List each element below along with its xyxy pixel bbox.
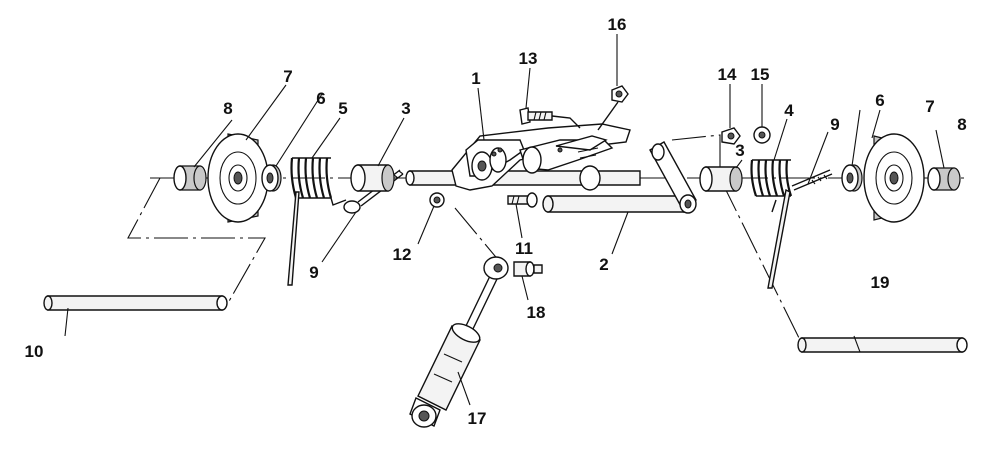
callout-6-right: 6 (875, 91, 884, 110)
callout-3-right: 3 (735, 141, 744, 160)
main-shaft (405, 170, 641, 186)
nut-part-12 (429, 192, 445, 208)
link-plate (649, 141, 697, 214)
callout-6-left: 6 (316, 89, 325, 108)
rod-part-19 (797, 337, 968, 353)
callout-3-left: 3 (401, 99, 410, 118)
nut-part-15 (753, 126, 771, 144)
callout-15: 15 (751, 65, 770, 84)
bolt-part-11 (507, 192, 538, 208)
callout-9-left: 9 (309, 263, 318, 282)
callout-13: 13 (519, 49, 538, 68)
rod-part-10 (43, 295, 228, 311)
wheel-part-7-left (207, 133, 269, 223)
callout-7-left: 7 (283, 67, 292, 86)
torsion-spring-part-4 (750, 159, 793, 289)
callout-2: 2 (599, 255, 608, 274)
nut-part-16 (597, 85, 629, 131)
callout-14: 14 (718, 65, 737, 84)
callout-19: 19 (871, 273, 890, 292)
wheel-part-7-right (863, 133, 925, 223)
callout-1: 1 (471, 69, 480, 88)
callout-10: 10 (25, 342, 44, 361)
washer-part-6-left (261, 164, 282, 192)
torsion-spring-part-5 (287, 157, 347, 286)
callout-8-left: 8 (223, 99, 232, 118)
callout-17: 17 (468, 409, 487, 428)
callout-8-right: 8 (957, 115, 966, 134)
bushing-part-8-left (173, 165, 207, 191)
callout-7-right: 7 (925, 97, 934, 116)
bracket-part-1 (451, 123, 631, 191)
spring-hook-part-9-right (791, 169, 833, 191)
bolt-part-13 (519, 107, 581, 129)
spacer-part-3-left (350, 164, 395, 192)
nut-part-14 (721, 127, 741, 145)
washer-part-6-right (841, 164, 863, 192)
bushing-part-8-right (927, 167, 961, 191)
callout-11: 11 (515, 239, 533, 258)
leader-lines (64, 34, 945, 406)
pin-part-18 (513, 261, 543, 277)
callout-numbers: 1 2 3 3 4 5 6 6 7 7 8 8 9 9 10 11 12 13 … (25, 15, 967, 428)
pivot-rod-part-2 (542, 195, 689, 213)
shock-absorber-part-17 (409, 256, 509, 428)
callout-12: 12 (393, 245, 412, 264)
callout-16: 16 (608, 15, 627, 34)
callout-4: 4 (784, 101, 794, 120)
callout-18: 18 (527, 303, 546, 322)
callout-9-right: 9 (830, 115, 839, 134)
spacer-part-3-right (699, 166, 743, 192)
callout-5: 5 (338, 99, 347, 118)
